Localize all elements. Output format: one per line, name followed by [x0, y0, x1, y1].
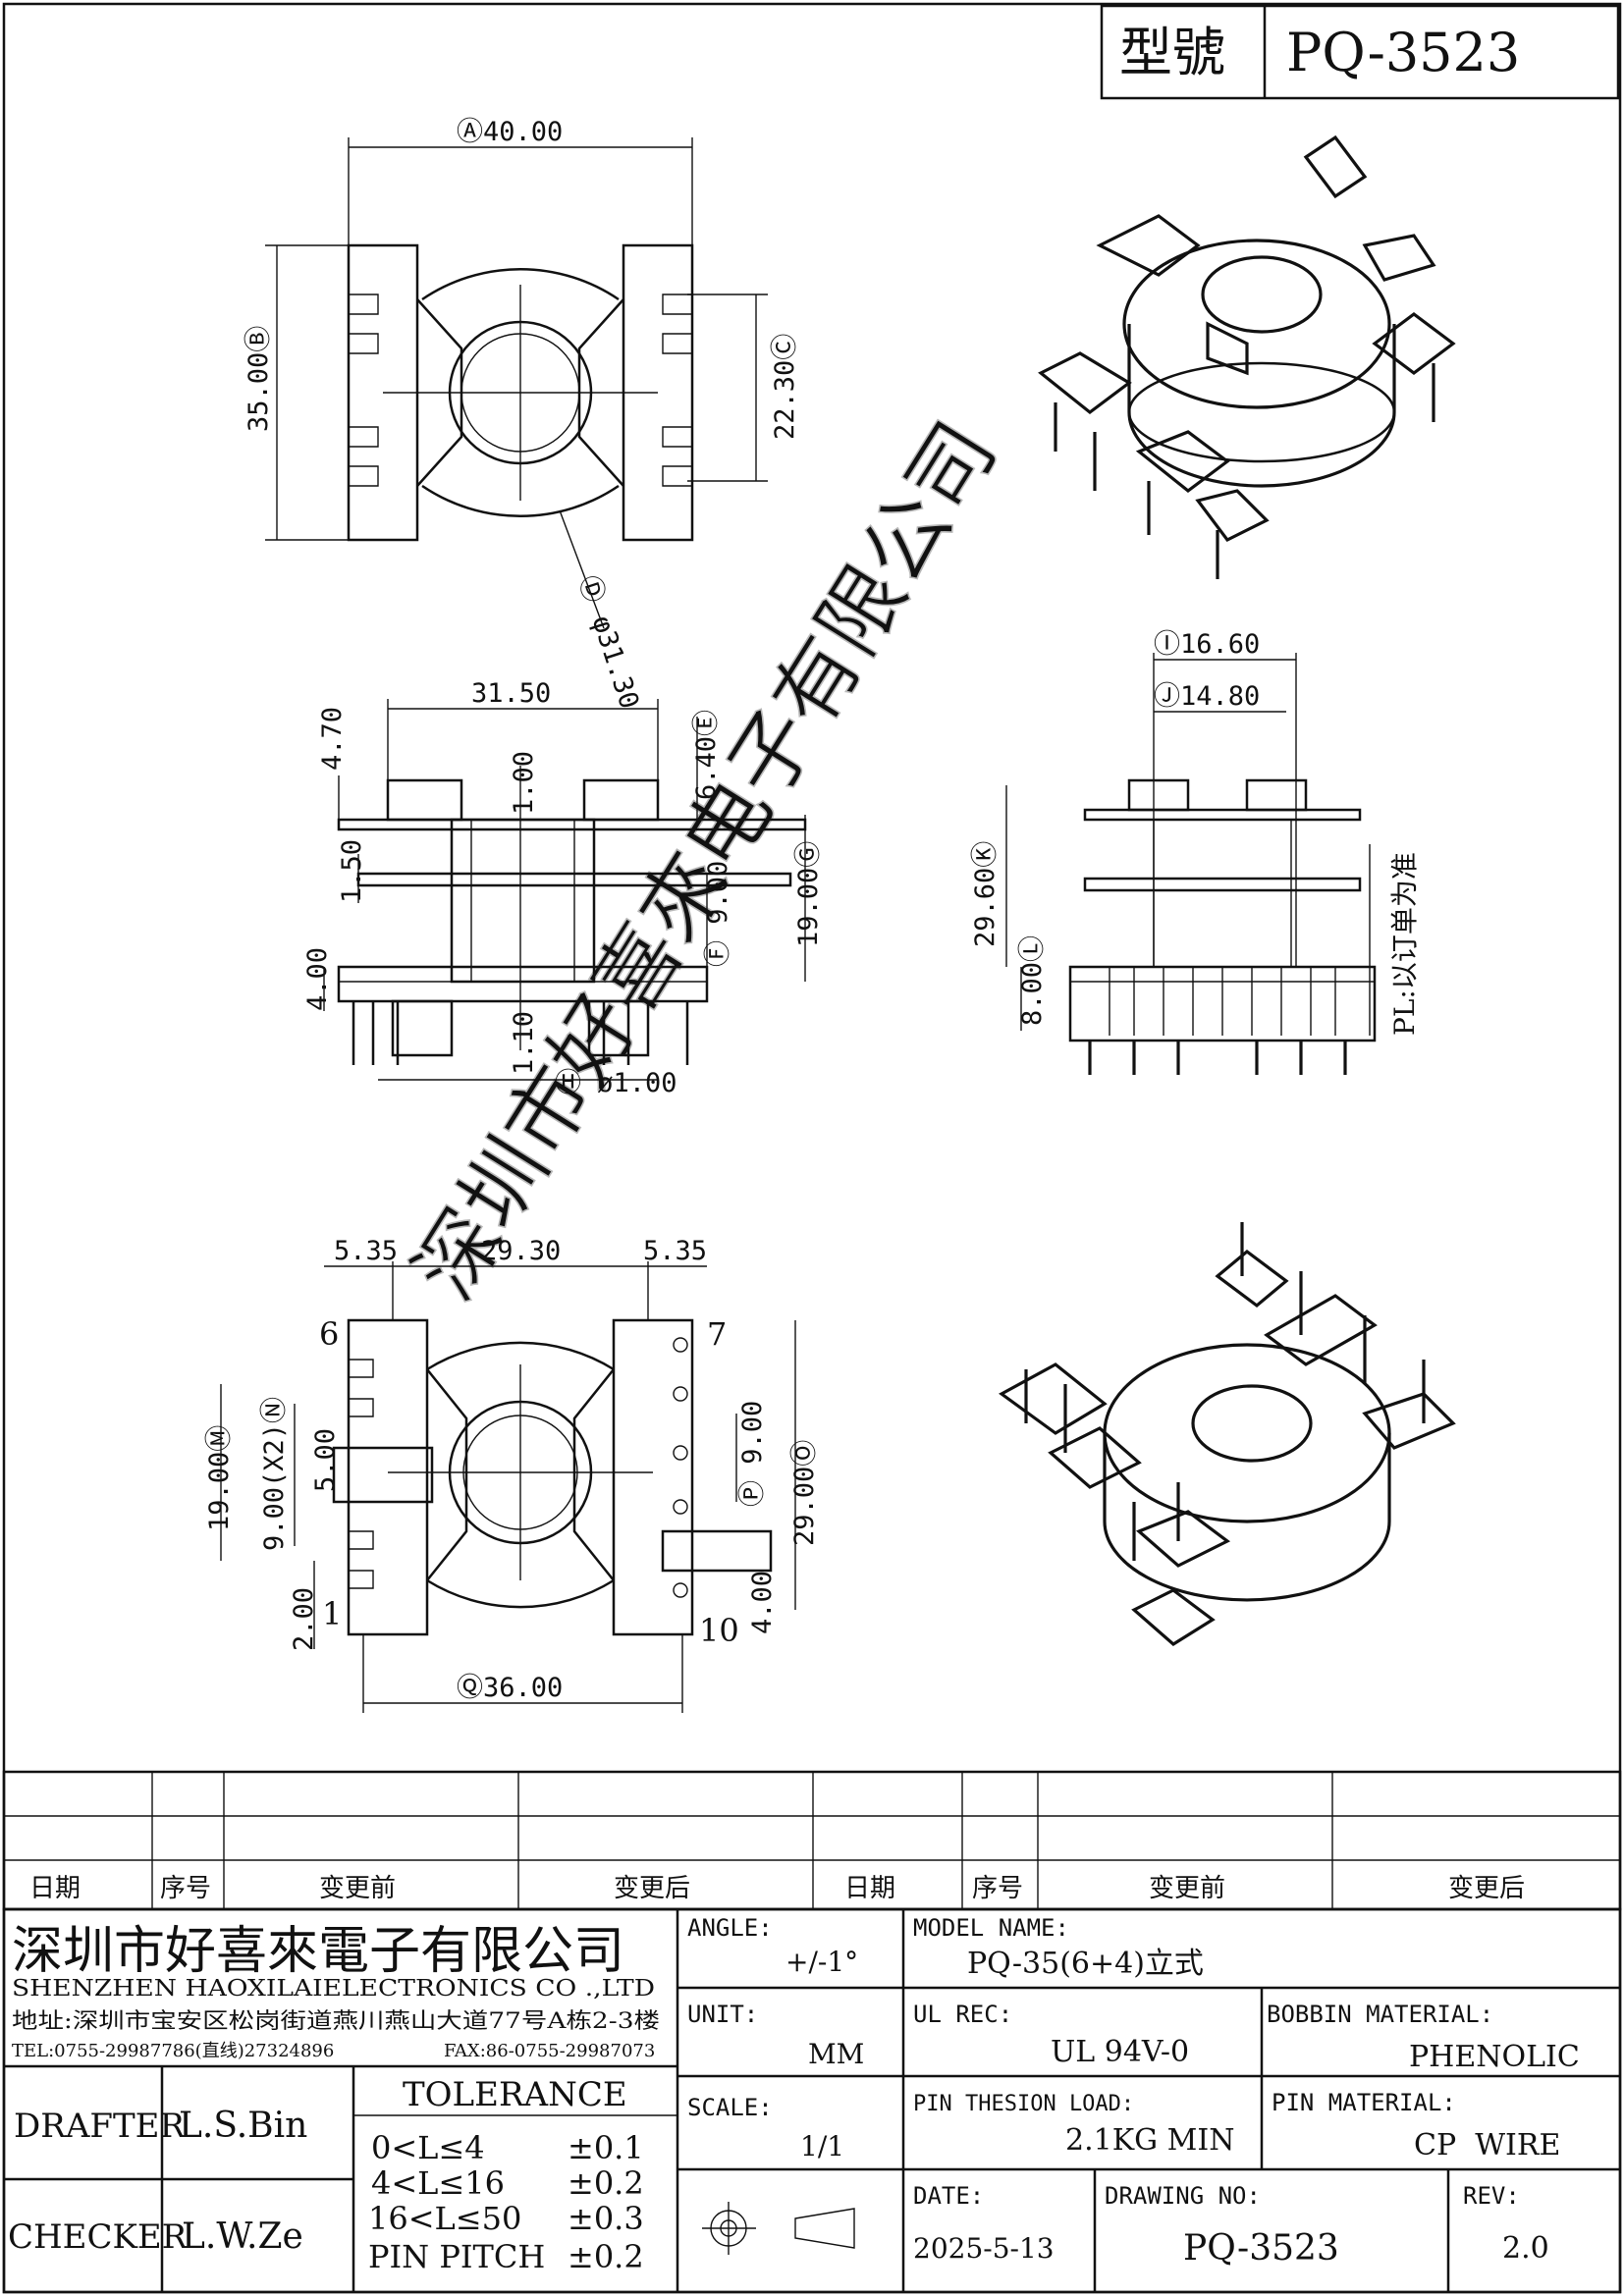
- projection-symbol-icon: [702, 2202, 855, 2255]
- bobbin-material-label: BOBBIN MATERIAL:: [1267, 2001, 1493, 2028]
- dim-front-110: 1.10: [509, 1011, 539, 1075]
- revision-table: 日期 序号 变更前 变更后 日期 序号 变更前 变更后: [2, 1770, 1622, 1911]
- dim-f: Ⓕ 9.00: [703, 861, 733, 967]
- drawing-no-value: PQ-3523: [1183, 2228, 1339, 2269]
- checker-label: CHECKER: [8, 2217, 189, 2257]
- pin-6-label: 6: [319, 1315, 339, 1353]
- top-view: Ⓐ40.00 35.00Ⓑ 22.30Ⓒ Ⓓ φ31.30: [244, 117, 800, 713]
- dim-k: 29.60Ⓚ: [970, 841, 1001, 947]
- side-view: Ⓘ16.60 Ⓙ14.80 29.60Ⓚ 8.00Ⓛ PL:以订单为准: [970, 629, 1421, 1075]
- drawing-no-label: DRAWING NO:: [1105, 2182, 1261, 2210]
- angle-label: ANGLE:: [687, 1914, 773, 1942]
- bottom-view: 5.35 29.30 5.35 6 7 1 10 19.00Ⓜ 9.00(X2)…: [204, 1236, 820, 1713]
- rev-col-after-2: 变更后: [1448, 1874, 1525, 1903]
- pin-1-label: 1: [322, 1595, 342, 1632]
- pin-load-label: PIN THESION LOAD:: [913, 2092, 1134, 2116]
- dim-i: Ⓘ16.60: [1154, 629, 1260, 660]
- rev-label: REV:: [1463, 2182, 1520, 2210]
- bobbin-material-value: PHENOLIC: [1409, 2040, 1580, 2074]
- dim-m: 19.00Ⓜ: [204, 1425, 235, 1531]
- checker-value: L.W.Ze: [182, 2216, 303, 2257]
- dim-c: 22.30Ⓒ: [770, 334, 800, 440]
- title-block: 深圳市好喜來電子有限公司 SHENZHEN HAOXILAIELECTRONIC…: [2, 1907, 1622, 2294]
- ul-value: UL 94V-0: [1051, 2035, 1189, 2069]
- tolerance-value-3: ±0.3: [568, 2200, 644, 2237]
- dim-front-width: 31.50: [471, 678, 551, 709]
- model-header-label: 型號: [1119, 22, 1225, 83]
- model-name-label: MODEL NAME:: [913, 1914, 1069, 1942]
- pl-note: PL:以订单为准: [1388, 852, 1421, 1036]
- ul-label: UL REC:: [913, 2001, 1012, 2028]
- dim-l: 8.00Ⓛ: [1017, 935, 1048, 1026]
- dim-p: Ⓟ 9.00: [737, 1401, 768, 1507]
- dim-a: Ⓐ40.00: [457, 117, 563, 147]
- rev-col-date-2: 日期: [844, 1874, 895, 1903]
- dim-q: Ⓠ36.00: [457, 1673, 563, 1703]
- dim-bottom-200: 2.00: [289, 1587, 319, 1651]
- dim-bottom-400: 4.00: [747, 1571, 778, 1634]
- dim-front-100: 1.00: [509, 751, 539, 815]
- company-name-en: SHENZHEN HAOXILAIELECTRONICS CO .,LTD: [12, 1976, 655, 2002]
- date-value: 2025-5-13: [913, 2232, 1055, 2265]
- rev-col-after: 变更后: [614, 1874, 690, 1903]
- rev-col-seq: 序号: [160, 1874, 211, 1903]
- front-view: 31.50 4.70 1.00 6.40Ⓔ 1.50 19.00Ⓖ Ⓕ 9.00…: [302, 678, 824, 1098]
- company-tel: TEL:0755-29987786(直线)27324896: [12, 2041, 334, 2061]
- tolerance-range-4: PIN PITCH: [368, 2238, 545, 2275]
- rev-value: 2.0: [1502, 2231, 1549, 2266]
- company-fax: FAX:86-0755-29987073: [444, 2041, 655, 2061]
- isometric-view-top: [1038, 134, 1456, 579]
- dim-left-width: 5.35: [334, 1236, 398, 1266]
- scale-value: 1/1: [800, 2130, 844, 2163]
- unit-label: UNIT:: [687, 2001, 758, 2028]
- dim-right-width: 5.35: [643, 1236, 707, 1266]
- dim-front-400: 4.00: [302, 947, 333, 1011]
- rev-col-date: 日期: [29, 1874, 81, 1903]
- unit-value: MM: [808, 2038, 864, 2070]
- pin-load-value: 2.1KG MIN: [1065, 2123, 1234, 2158]
- angle-value: +/-1°: [785, 1946, 858, 1978]
- dim-n: 9.00(X2)Ⓝ: [259, 1397, 290, 1551]
- tolerance-value-1: ±0.1: [568, 2129, 644, 2166]
- rev-col-before: 变更前: [319, 1874, 396, 1903]
- model-header-value: PQ-3523: [1286, 22, 1520, 83]
- tolerance-value-2: ±0.2: [568, 2164, 644, 2202]
- drafter-label: DRAFTER: [14, 2107, 187, 2146]
- model-header: 型號 PQ-3523: [1100, 4, 1620, 100]
- tolerance-range-2: 4<L≤16: [371, 2164, 505, 2202]
- model-name-value: PQ-35(6+4)立式: [967, 1947, 1204, 1981]
- company-name-cn: 深圳市好喜來電子有限公司: [12, 1922, 624, 1981]
- tolerance-value-4: ±0.2: [568, 2238, 644, 2275]
- tolerance-title: TOLERANCE: [403, 2075, 627, 2114]
- tolerance-range-3: 16<L≤50: [368, 2200, 521, 2237]
- pin-10-label: 10: [699, 1612, 739, 1649]
- date-label: DATE:: [913, 2182, 984, 2210]
- dim-e: 6.40Ⓔ: [691, 710, 722, 800]
- scale-label: SCALE:: [687, 2094, 773, 2121]
- drafter-value: L.S.Bin: [179, 2106, 307, 2146]
- tolerance-range-1: 0<L≤4: [371, 2129, 485, 2166]
- dim-mid-width: 29.30: [481, 1236, 561, 1266]
- dim-d: Ⓓ φ31.30: [572, 572, 644, 713]
- pin-7-label: 7: [707, 1315, 727, 1353]
- pin-material-value: CP WIRE: [1414, 2128, 1560, 2163]
- dim-h: Ⓗ ø1.00: [555, 1068, 677, 1098]
- dim-b: 35.00Ⓑ: [244, 326, 274, 432]
- dim-o: 29.00Ⓞ: [789, 1440, 820, 1546]
- rev-col-seq-2: 序号: [972, 1874, 1023, 1903]
- company-address: 地址:深圳市宝安区松岗街道燕川燕山大道77号A栋2-3楼: [12, 2009, 660, 2034]
- pin-material-label: PIN MATERIAL:: [1272, 2089, 1456, 2116]
- dim-front-470: 4.70: [317, 707, 348, 771]
- dim-g: 19.00Ⓖ: [793, 841, 824, 947]
- rev-col-before-2: 变更前: [1149, 1874, 1225, 1903]
- dim-j: Ⓙ14.80: [1154, 681, 1260, 712]
- isometric-view-bottom: [999, 1222, 1456, 1646]
- dim-bottom-500: 5.00: [310, 1428, 341, 1492]
- dim-front-150: 1.50: [337, 839, 367, 903]
